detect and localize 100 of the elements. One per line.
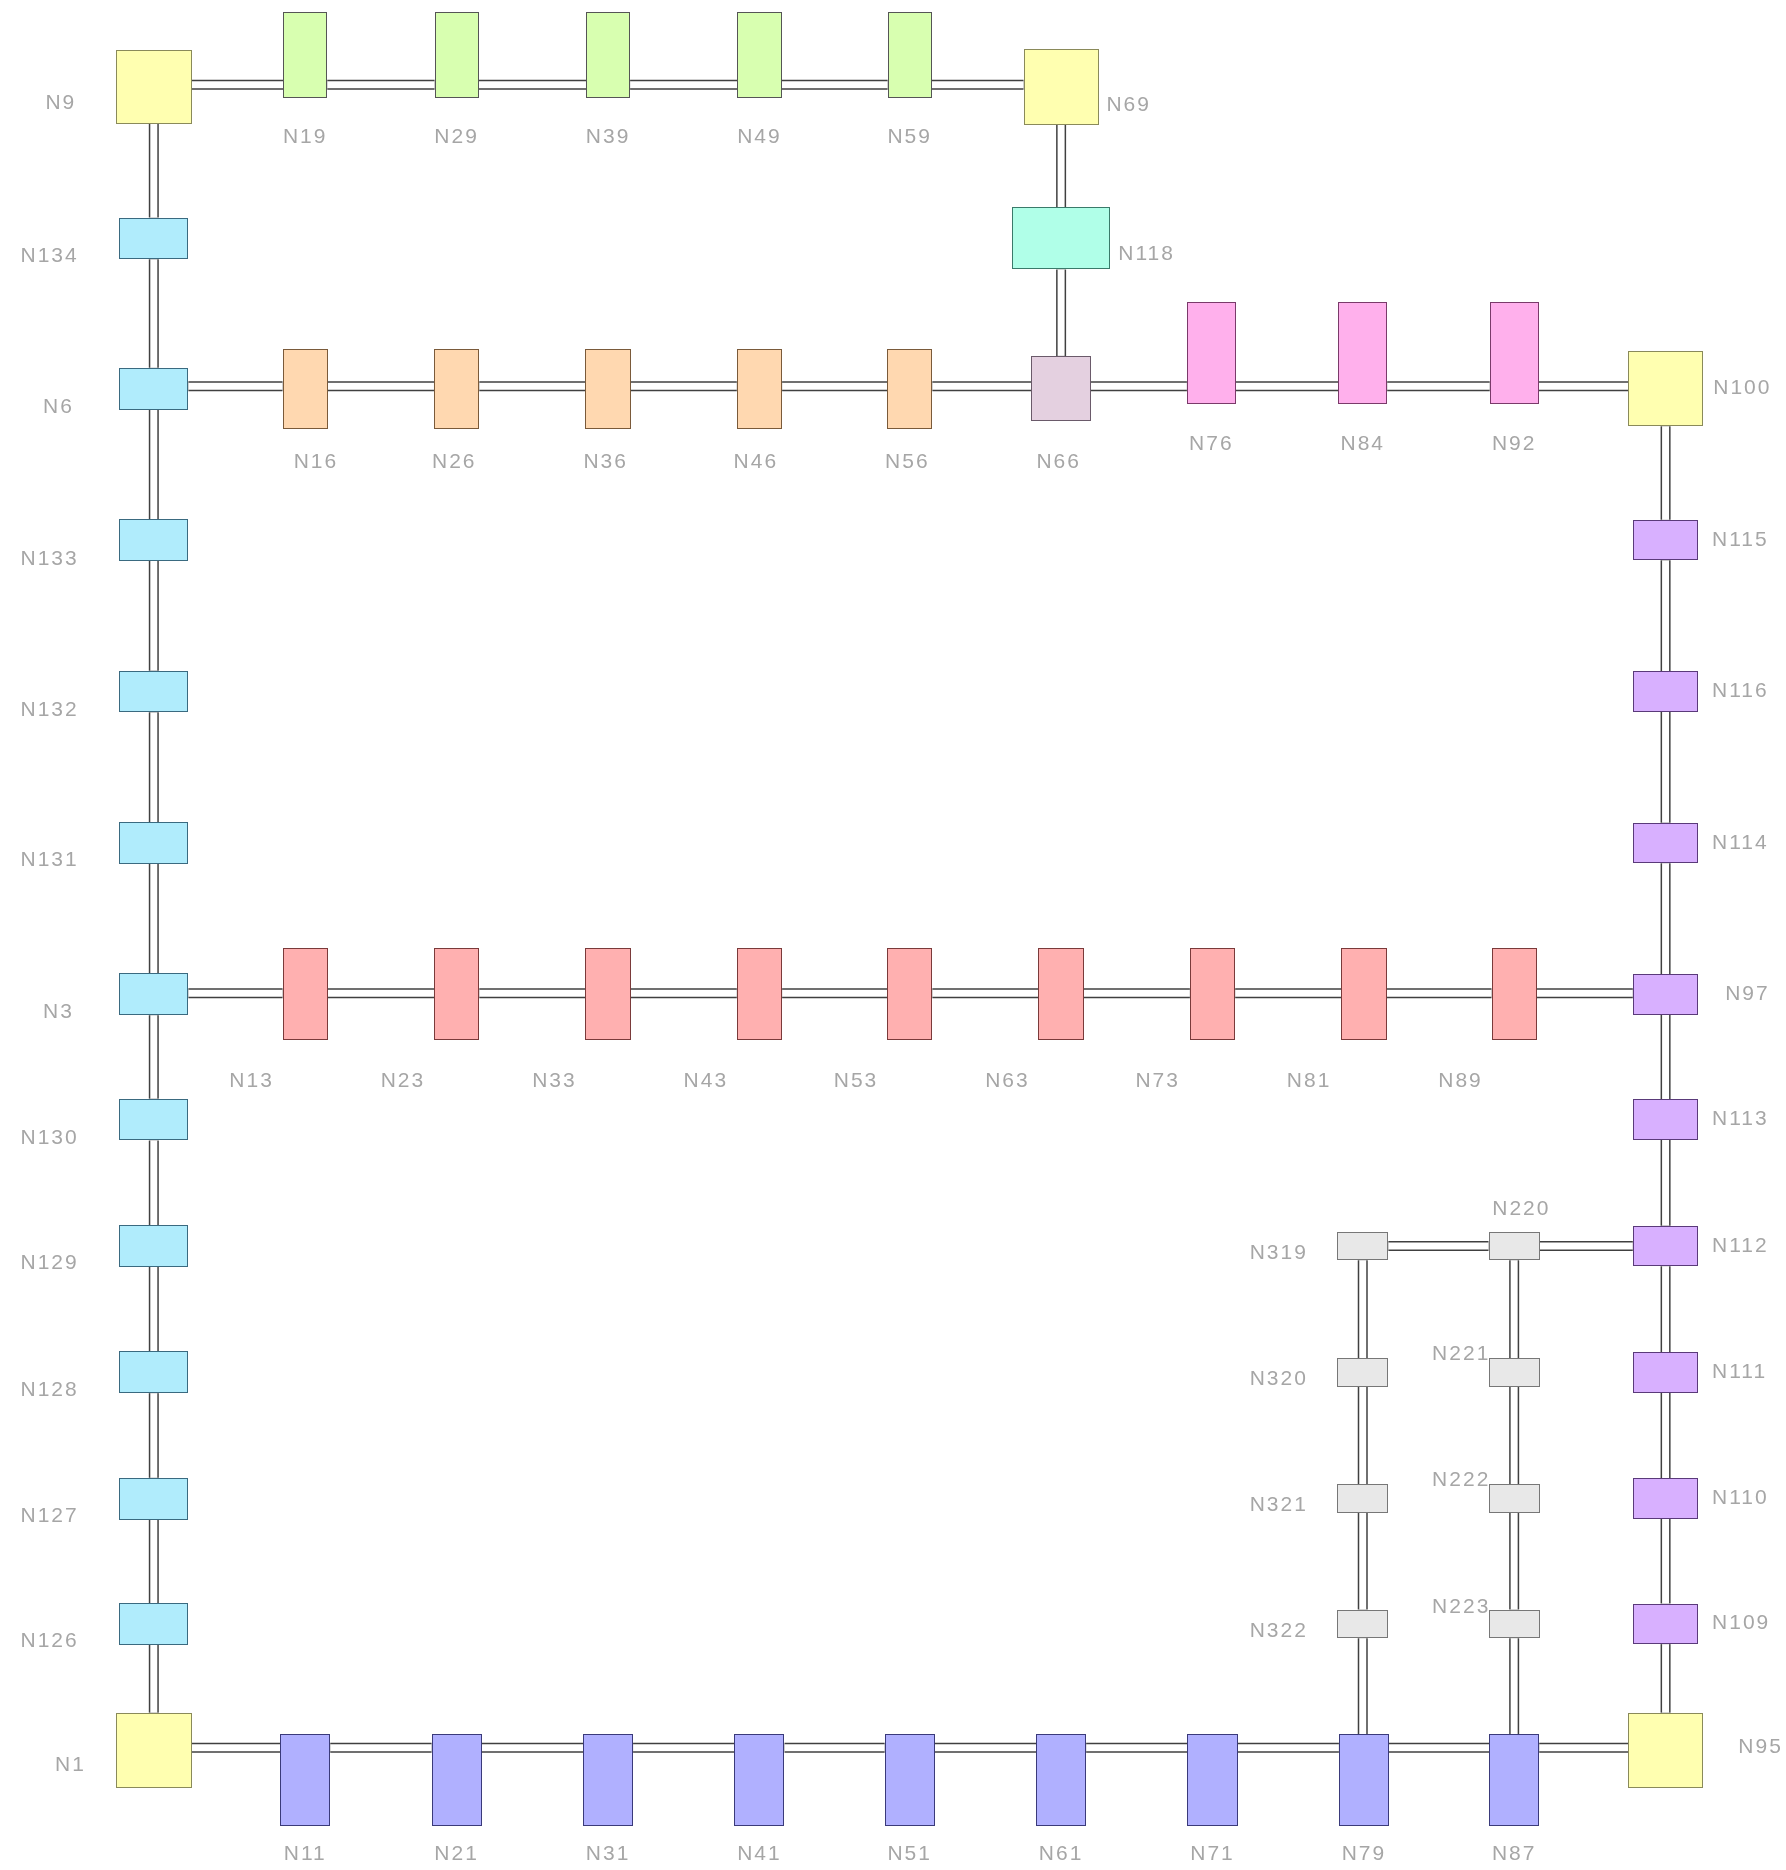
pipe (630, 79, 738, 90)
node-label: N222 (1432, 1467, 1491, 1489)
component-box (282, 348, 328, 429)
pipe (1357, 1512, 1368, 1610)
node-label: N322 (1249, 1618, 1308, 1640)
node-label: N221 (1432, 1341, 1491, 1363)
pipe (148, 1393, 159, 1478)
component-box (1012, 207, 1110, 270)
component-box (119, 1225, 189, 1267)
pipe (1660, 560, 1671, 672)
pipe (188, 381, 283, 392)
component-box (1628, 351, 1704, 427)
pipe (327, 79, 435, 90)
component-box (434, 11, 479, 98)
component-box (119, 367, 189, 410)
component-box (585, 348, 631, 429)
node-label: N97 (1725, 981, 1770, 1003)
pipe (1056, 269, 1067, 356)
pipe (784, 1742, 885, 1753)
node-label: N320 (1249, 1366, 1308, 1388)
component-box (1337, 1609, 1389, 1639)
node-label: N69 (1106, 92, 1151, 114)
component-box (283, 11, 328, 98)
node-label: N112 (1712, 1233, 1769, 1254)
node-label: N126 (20, 1628, 79, 1650)
pipe (782, 988, 888, 999)
node-label: N113 (1712, 1106, 1769, 1128)
pipe (1387, 381, 1490, 392)
node-label: N19 (282, 124, 328, 146)
component-box (280, 1734, 331, 1826)
component-box (887, 11, 932, 98)
component-box (115, 50, 192, 124)
node-label: N223 (1432, 1594, 1491, 1616)
pipe (191, 1742, 281, 1753)
component-box (884, 1734, 935, 1826)
component-box (119, 1477, 189, 1520)
pipe (1388, 1240, 1489, 1251)
pipe (479, 988, 586, 999)
component-box (433, 348, 480, 429)
pipe (1235, 988, 1342, 999)
component-box (1489, 302, 1539, 404)
pipe (327, 381, 434, 392)
component-box (1338, 302, 1388, 404)
component-box (736, 948, 783, 1041)
pipe (1509, 1512, 1520, 1610)
pipe (630, 988, 737, 999)
component-box (1023, 49, 1099, 125)
node-label: N114 (1712, 830, 1769, 852)
pipe (781, 79, 888, 90)
component-box (1632, 1225, 1699, 1267)
component-box (887, 948, 933, 1041)
component-box (1491, 948, 1537, 1041)
pipe (148, 1140, 159, 1226)
component-box (433, 948, 480, 1041)
component-box (1632, 1603, 1699, 1645)
component-box (1038, 948, 1084, 1041)
pipe (148, 560, 159, 671)
pipe (1357, 1638, 1368, 1735)
component-box (431, 1734, 482, 1826)
node-label: N92 (1491, 431, 1537, 453)
component-box (1489, 1734, 1540, 1826)
pipe (148, 1644, 159, 1713)
node-label: N46 (733, 449, 779, 471)
node-label: N76 (1189, 431, 1234, 453)
component-box (1488, 1609, 1540, 1639)
component-box (1632, 1099, 1699, 1140)
pipe (1660, 1392, 1671, 1479)
component-box (1632, 822, 1699, 864)
component-box (734, 1734, 785, 1826)
component-box (1031, 355, 1091, 422)
pipe (1538, 381, 1629, 392)
node-label: N6 (43, 394, 74, 416)
node-label: N71 (1190, 1841, 1235, 1863)
component-box (119, 822, 189, 864)
pipe (327, 988, 434, 999)
node-label: N132 (20, 697, 79, 719)
component-box (282, 948, 328, 1041)
component-box (119, 1351, 189, 1394)
pipe (932, 381, 1032, 392)
component-box (737, 11, 782, 98)
component-box (887, 348, 933, 429)
node-label: N51 (887, 1841, 932, 1863)
node-label: N127 (20, 1503, 79, 1525)
pipe (1539, 1742, 1629, 1753)
pipe (782, 381, 888, 392)
node-label: N39 (585, 124, 631, 146)
component-box (1341, 948, 1387, 1041)
component-box (119, 519, 189, 561)
component-box (1036, 1734, 1087, 1826)
component-box (119, 217, 189, 260)
node-label: N128 (20, 1377, 79, 1399)
node-label: N21 (434, 1841, 479, 1863)
component-box (1632, 974, 1699, 1015)
pipe (1357, 1386, 1368, 1485)
component-box (115, 1712, 192, 1788)
pipe (1090, 381, 1187, 392)
component-box (1187, 1734, 1238, 1826)
node-label: N81 (1286, 1068, 1332, 1090)
component-box (119, 670, 189, 713)
component-box (1632, 519, 1699, 561)
